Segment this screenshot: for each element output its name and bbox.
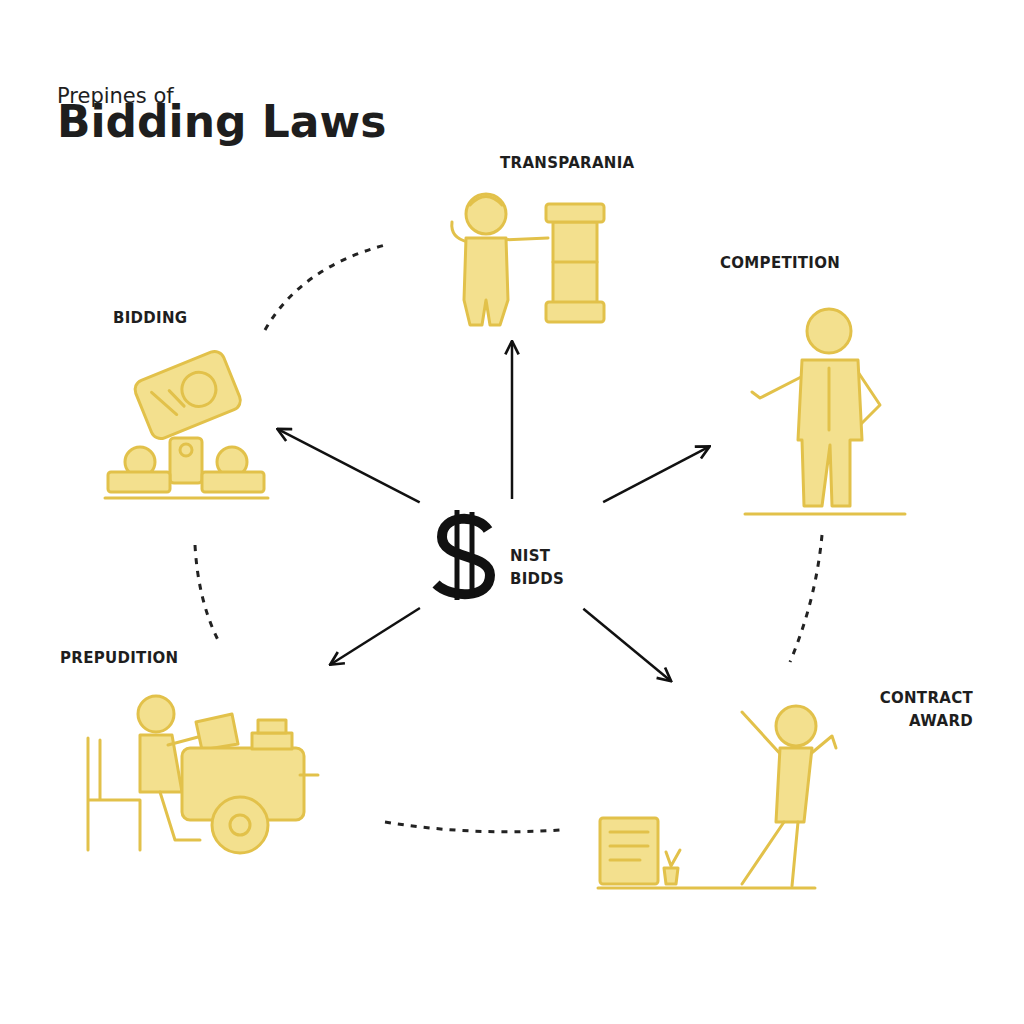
document bbox=[600, 818, 658, 884]
illustrated-node: BIDDING bbox=[100, 305, 272, 505]
node-label: NIST BIDDS bbox=[510, 545, 590, 592]
arrow-connector bbox=[511, 341, 514, 499]
stand bbox=[170, 438, 202, 483]
figure-helmet bbox=[470, 197, 502, 206]
transparency-icon bbox=[452, 194, 604, 325]
figure-head bbox=[776, 706, 816, 746]
plant-leaves bbox=[666, 850, 680, 866]
dashed-arc bbox=[790, 535, 822, 662]
illustrated-node: TRANSPARANIA bbox=[440, 150, 665, 335]
chair bbox=[88, 738, 140, 850]
dollar-bar bbox=[455, 510, 460, 600]
machine-top bbox=[252, 733, 292, 749]
document-lines bbox=[610, 832, 648, 860]
machine-wheel bbox=[212, 797, 268, 853]
bench bbox=[202, 472, 264, 492]
illustrated-node: COMPETITION bbox=[715, 250, 910, 520]
dollar-symbol bbox=[436, 510, 490, 600]
figure-head bbox=[138, 696, 174, 732]
figure-head bbox=[807, 309, 851, 353]
camera-body bbox=[132, 348, 243, 441]
figure-body bbox=[798, 360, 862, 506]
node-label: TRANSPARANIA bbox=[500, 152, 634, 175]
figure-head bbox=[466, 194, 506, 234]
ground-line bbox=[745, 513, 905, 516]
preparation-icon bbox=[88, 696, 318, 853]
pillar-base bbox=[546, 302, 604, 322]
figure-body bbox=[464, 238, 508, 325]
arrow-connector bbox=[330, 608, 420, 665]
stand-knob bbox=[180, 444, 192, 456]
machine-top bbox=[258, 720, 286, 733]
node-label: COMPETITION bbox=[720, 252, 840, 275]
figure-arm bbox=[752, 375, 805, 398]
arrow-connector bbox=[583, 609, 671, 681]
paper bbox=[196, 714, 238, 750]
illustrated-node: CONTRACT AWARD bbox=[590, 685, 980, 895]
arrow-connector bbox=[277, 429, 419, 502]
machine-hub bbox=[230, 815, 250, 835]
camera-detail bbox=[152, 383, 186, 420]
machine-detail bbox=[300, 774, 318, 777]
competition-icon bbox=[745, 309, 905, 514]
dollar-bar bbox=[470, 512, 475, 598]
contract-award-icon bbox=[598, 706, 836, 888]
figure-seam bbox=[828, 368, 831, 430]
dashed-arc bbox=[195, 545, 218, 640]
figure-leg bbox=[742, 822, 798, 886]
illustrated-node: PREPUDITION bbox=[55, 645, 325, 855]
node-label: BIDDING bbox=[113, 307, 187, 330]
node-label: CONTRACT AWARD bbox=[855, 687, 973, 734]
dashed-arc bbox=[265, 245, 385, 330]
ground-line bbox=[598, 887, 815, 890]
dollar-s bbox=[436, 519, 490, 594]
dashed-ring bbox=[195, 245, 822, 832]
plant-pot bbox=[664, 868, 678, 884]
figure-body bbox=[776, 748, 812, 822]
node-label: PREPUDITION bbox=[60, 647, 178, 670]
bidding-icon bbox=[105, 348, 268, 498]
arrow-connector bbox=[603, 446, 710, 502]
pillar-cap bbox=[546, 204, 604, 222]
dashed-arc bbox=[385, 822, 560, 832]
ground-line bbox=[105, 497, 268, 500]
pillar-band bbox=[553, 261, 597, 264]
bench bbox=[108, 472, 170, 492]
illustrated-node: NIST BIDDS bbox=[425, 505, 605, 605]
pillar bbox=[553, 222, 597, 304]
subtitle-label: Prepines of bbox=[57, 84, 174, 108]
